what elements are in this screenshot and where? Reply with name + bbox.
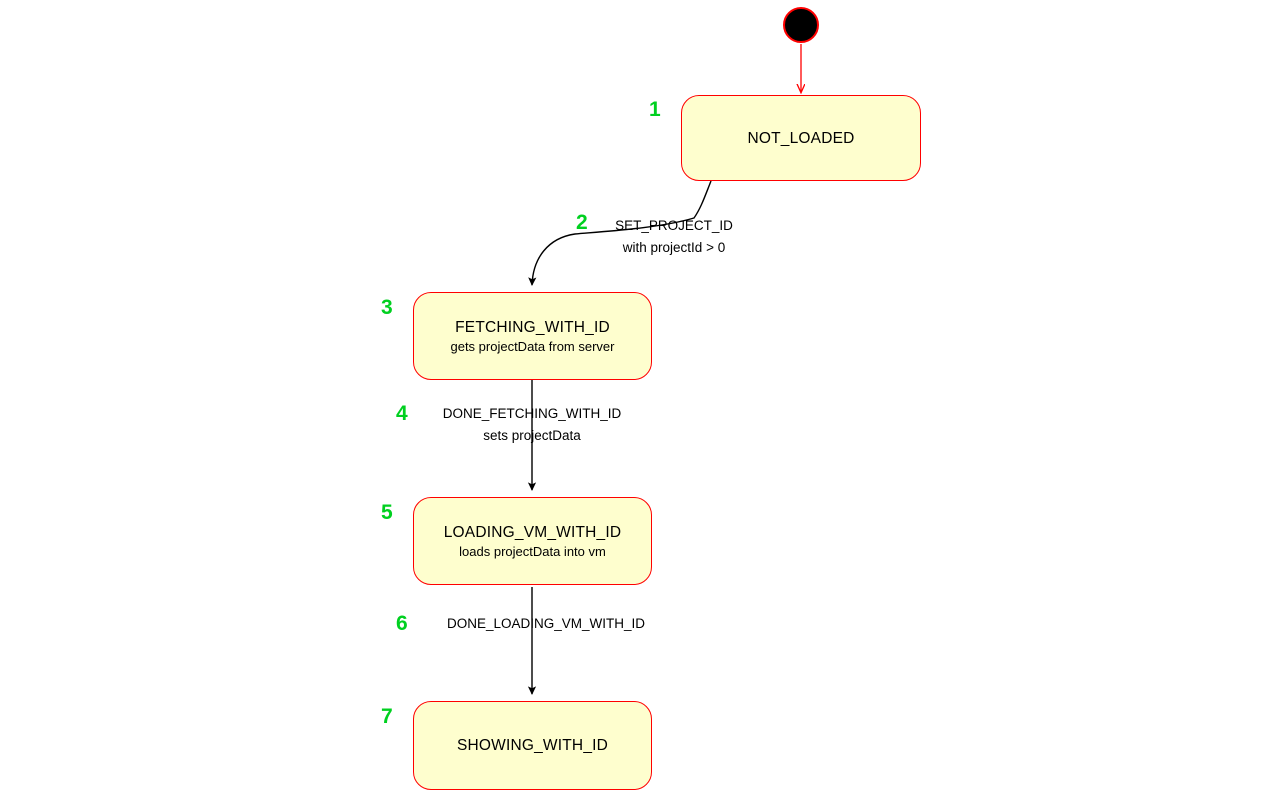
initial-state-node <box>783 7 819 43</box>
step-number-5: 5 <box>381 501 393 524</box>
edge-event-label: SET_PROJECT_ID <box>615 218 733 233</box>
state-name-label: NOT_LOADED <box>747 129 855 147</box>
state-name-label: FETCHING_WITH_ID <box>455 318 610 336</box>
state-name-label: LOADING_VM_WITH_ID <box>443 523 622 541</box>
step-number-3: 3 <box>381 296 393 319</box>
state-name-label: SHOWING_WITH_ID <box>456 737 609 754</box>
edge-event-label: DONE_LOADING_VM_WITH_ID <box>446 616 646 631</box>
edge-label-done-fetching-with-id: DONE_FETCHING_WITH_ID sets projectData <box>432 403 632 446</box>
state-fetching-with-id[interactable]: FETCHING_WITH_ID gets projectData from s… <box>413 292 652 380</box>
state-showing-with-id[interactable]: SHOWING_WITH_ID <box>413 701 652 790</box>
state-description-label: gets projectData from server <box>450 338 615 354</box>
state-description-label: loads projectData into vm <box>459 543 606 559</box>
edge-label-set-project-id: SET_PROJECT_ID with projectId > 0 <box>604 215 744 258</box>
state-loading-vm-with-id[interactable]: LOADING_VM_WITH_ID loads projectData int… <box>413 497 652 585</box>
step-number-7: 7 <box>381 705 393 728</box>
step-number-6: 6 <box>396 612 408 635</box>
state-not-loaded[interactable]: NOT_LOADED <box>681 95 921 181</box>
edge-detail-label: sets projectData <box>483 427 581 443</box>
step-number-1: 1 <box>649 98 661 121</box>
step-number-4: 4 <box>396 402 408 425</box>
step-number-2: 2 <box>576 211 588 234</box>
edge-label-done-loading-vm-with-id: DONE_LOADING_VM_WITH_ID <box>435 613 657 635</box>
edge-event-label: DONE_FETCHING_WITH_ID <box>442 406 622 421</box>
edge-detail-label: with projectId > 0 <box>622 239 726 255</box>
